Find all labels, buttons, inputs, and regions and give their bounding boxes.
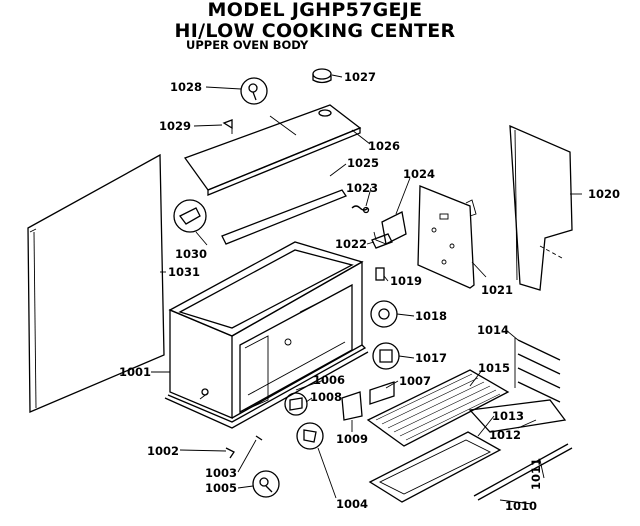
label-1010: 1010 (505, 499, 537, 513)
part-1019 (375, 267, 385, 281)
side-panel-1031 (27, 153, 165, 413)
part-1009 (341, 391, 363, 421)
label-1004: 1004 (336, 497, 368, 511)
part-1008-callout (284, 392, 308, 416)
label-1022: 1022 (335, 237, 367, 251)
label-1002: 1002 (147, 444, 179, 458)
part-1007 (369, 381, 395, 405)
part-1004-callout (296, 422, 324, 450)
part-1018-callout (370, 300, 398, 328)
label-1019: 1019 (390, 274, 422, 288)
label-1006: 1006 (313, 373, 345, 387)
screw-1005-callout (252, 470, 280, 498)
part-1030-callout (173, 199, 207, 233)
label-1015: 1015 (478, 361, 510, 375)
grommet-1027 (312, 68, 332, 84)
bracket-plate-1021 (417, 185, 477, 289)
model-title: MODEL JGHP57GEJE (207, 0, 423, 21)
label-1020: 1020 (588, 187, 620, 201)
top-panel-1026 (183, 104, 362, 196)
label-1026: 1026 (368, 139, 400, 153)
title-block: MODEL JGHP57GEJE HI/LOW COOKING CENTER (150, 0, 480, 42)
label-1018: 1018 (415, 309, 447, 323)
back-panel-1020 (509, 124, 573, 291)
leader-lines (151, 74, 582, 505)
label-1012: 1012 (489, 428, 521, 442)
clip-1022 (371, 233, 393, 249)
bottom-strip-1010 (473, 443, 573, 501)
section-subtitle: UPPER OVEN BODY (186, 38, 309, 52)
label-1030: 1030 (175, 247, 207, 261)
label-1023: 1023 (346, 181, 378, 195)
spring-1023 (351, 205, 370, 214)
label-1025: 1025 (347, 156, 379, 170)
part-1003 (255, 435, 263, 441)
label-1001: 1001 (119, 365, 151, 379)
label-1031: 1031 (168, 265, 200, 279)
label-1009: 1009 (336, 432, 368, 446)
rack-supports-1014 (514, 338, 561, 403)
label-1029: 1029 (159, 119, 191, 133)
label-1011: 1011 (529, 458, 543, 490)
bracket-1024 (373, 211, 407, 245)
label-1027: 1027 (344, 70, 376, 84)
label-1003: 1003 (205, 466, 237, 480)
bottom-pan-1013 (368, 399, 567, 503)
label-1021: 1021 (481, 283, 513, 297)
trim-strip-1025 (221, 189, 347, 245)
label-1024: 1024 (403, 167, 435, 181)
clip-1029 (222, 119, 233, 130)
part-labels: 1028 1027 1029 1026 1025 1023 1024 1020 … (119, 70, 620, 513)
part-1017-callout (372, 342, 400, 370)
screw-1002 (225, 447, 235, 459)
screw-1028-callout (240, 77, 268, 105)
product-title: HI/LOW COOKING CENTER (174, 20, 456, 42)
label-1028: 1028 (170, 80, 202, 94)
label-1014: 1014 (477, 323, 509, 337)
label-1007: 1007 (399, 374, 431, 388)
label-1005: 1005 (205, 481, 237, 495)
oven-body-1001 (164, 241, 369, 429)
label-1013: 1013 (492, 409, 524, 423)
label-1008: 1008 (310, 390, 342, 404)
label-1017: 1017 (415, 351, 447, 365)
oven-rack-1015 (366, 369, 510, 447)
